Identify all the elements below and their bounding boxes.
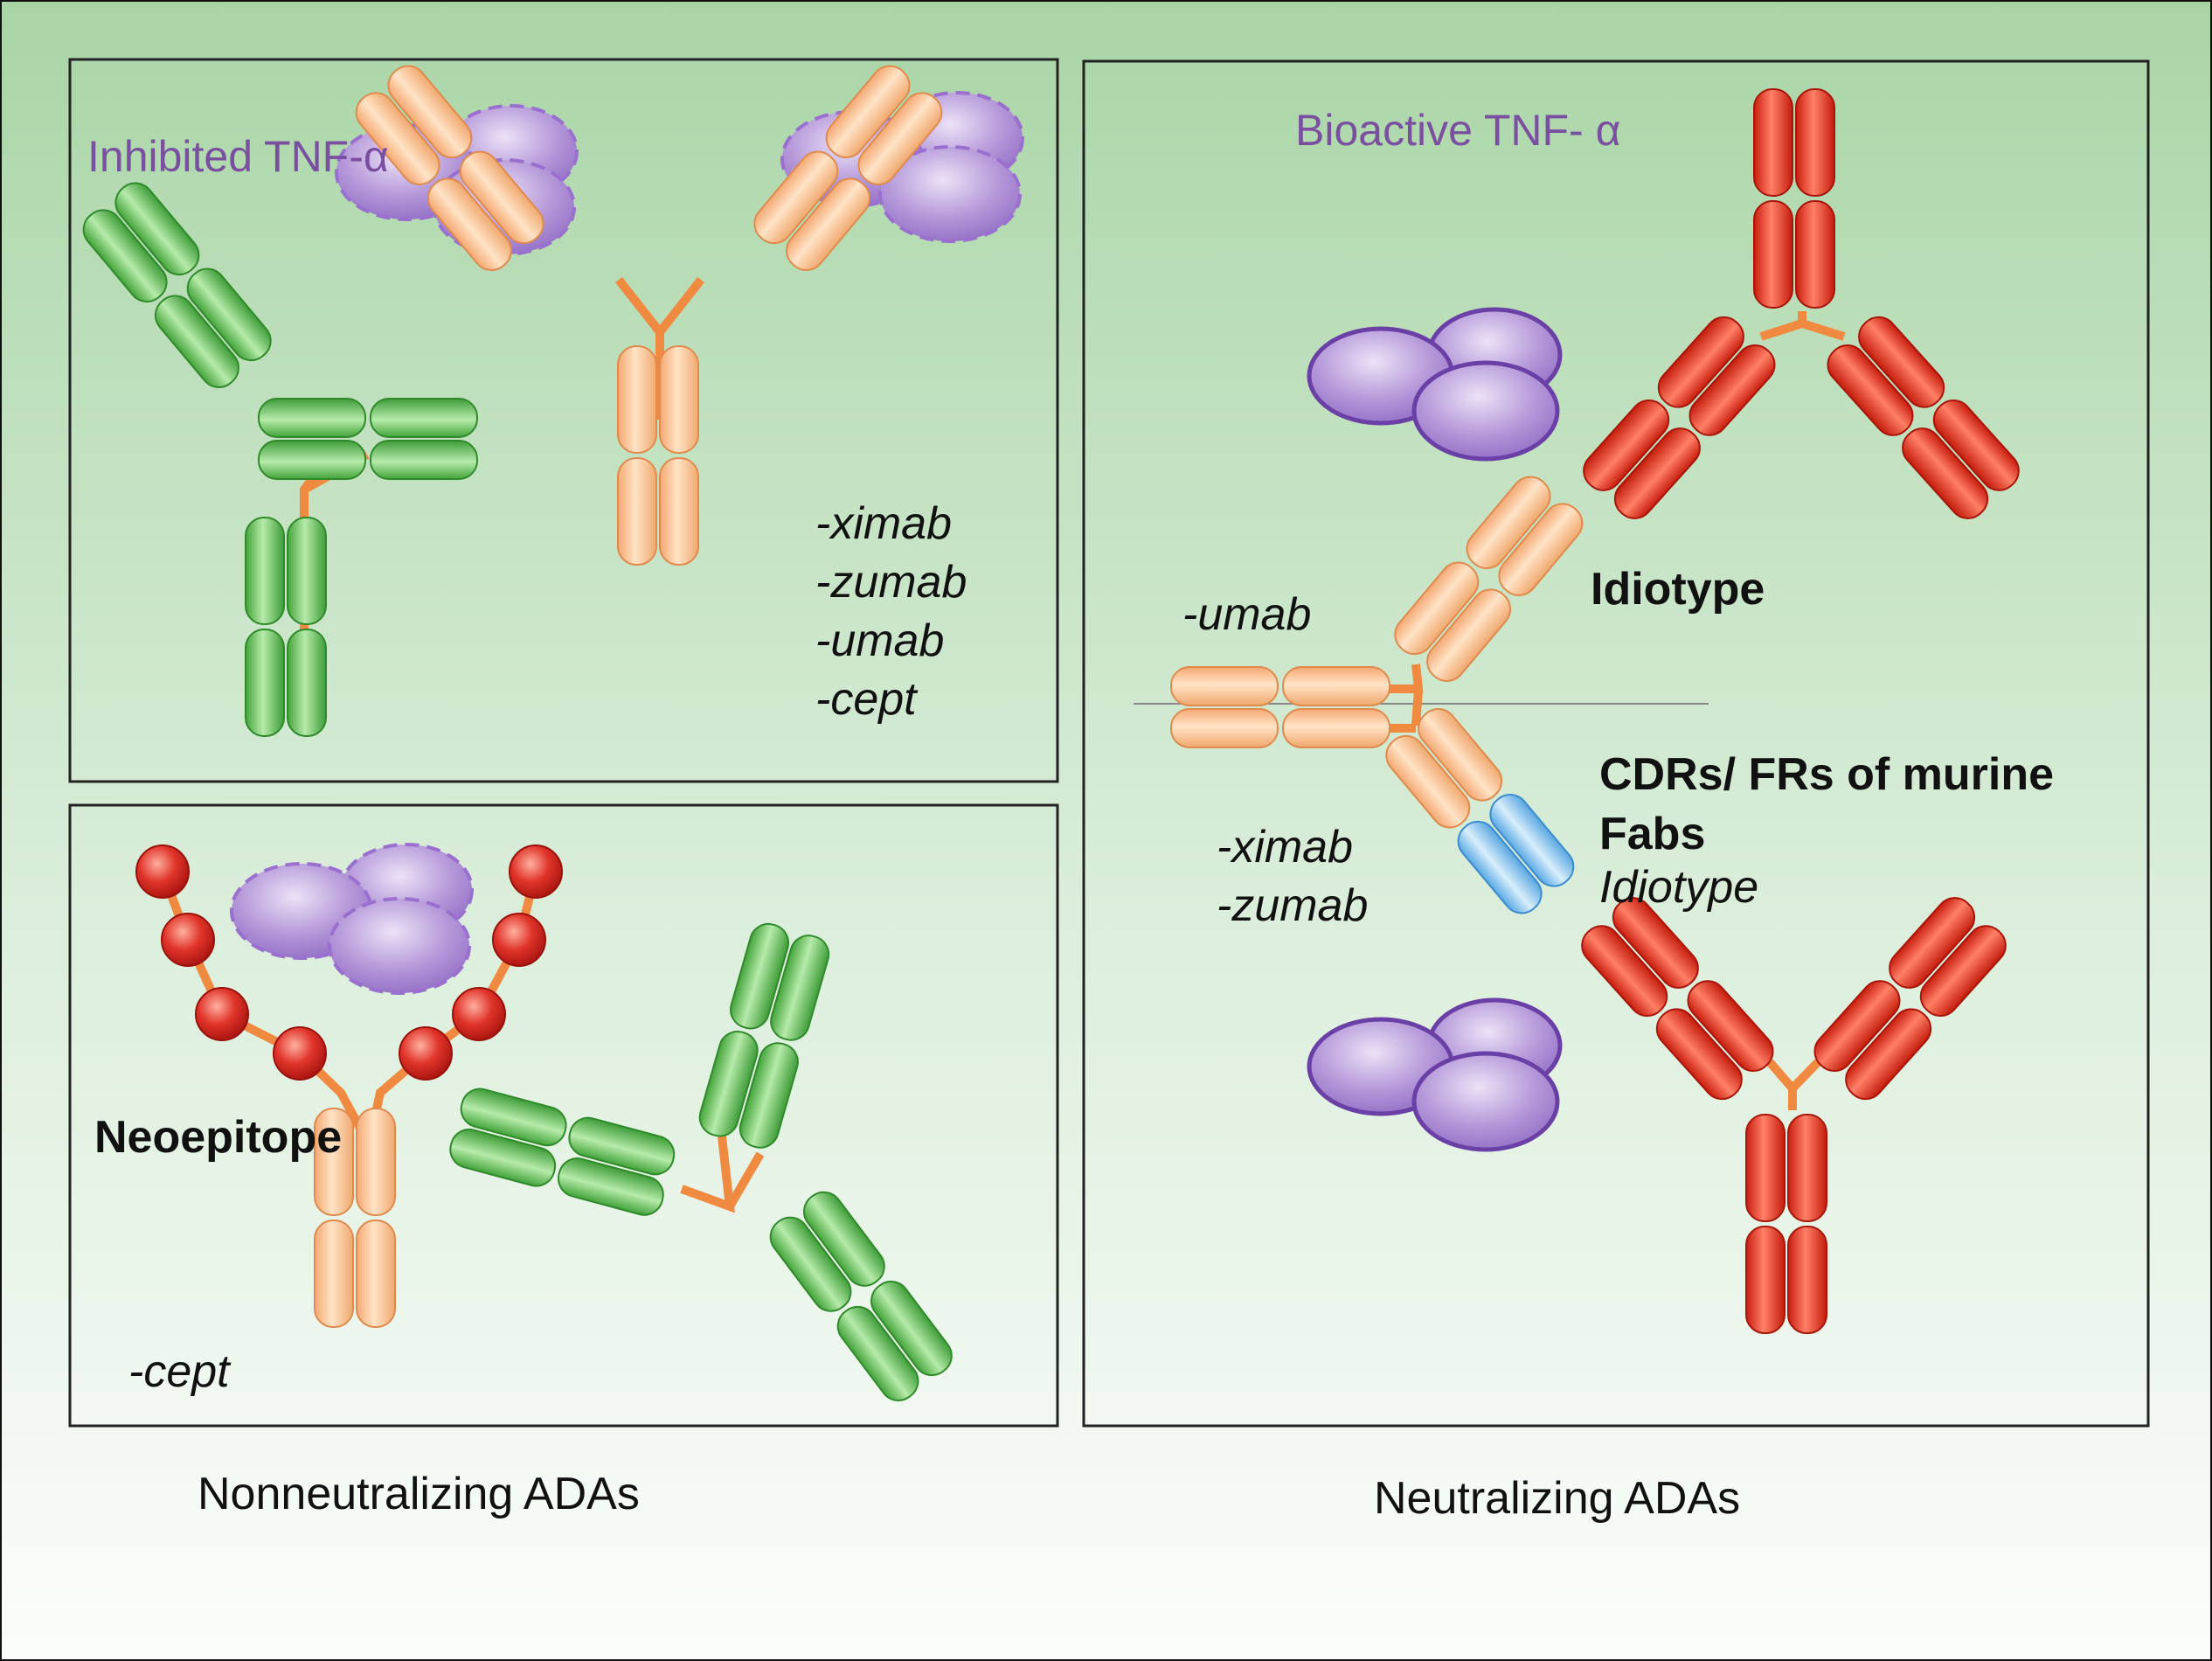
suffix-list-top: -ximab -zumab -umab -cept xyxy=(815,495,967,729)
label-cdrs-line1: CDRs/ FRs of murine xyxy=(1599,749,2055,800)
suffix-item: -ximab xyxy=(815,498,953,549)
suffix-item: -ximab xyxy=(1217,822,1354,872)
receptor-bead xyxy=(452,987,506,1041)
label-bioactive-tnf: Bioactive TNF- α xyxy=(1295,106,1621,155)
suffix-item: -cept xyxy=(815,674,917,725)
caption-neutralizing: Neutralizing ADAs xyxy=(1374,1473,1741,1524)
ada-red-hinge-bottom xyxy=(1766,1059,1821,1110)
drug-hinge-umab xyxy=(1390,664,1424,733)
suffix-item: -zumab xyxy=(815,557,967,608)
suffix-item: -zumab xyxy=(1217,880,1369,931)
label-cdrs-line2: Fabs xyxy=(1599,809,1706,859)
label-inhibited-tnf: Inhibited TNF-α xyxy=(87,132,389,181)
inhibited-panel-artwork xyxy=(76,59,1024,736)
receptor-bead xyxy=(399,1026,453,1081)
suffix-list-right: -ximab -zumab xyxy=(1217,818,1368,935)
ada-red-hinge-top xyxy=(1759,311,1846,341)
receptor-bead xyxy=(135,844,190,899)
caption-nonneutralizing: Nonneutralizing ADAs xyxy=(198,1469,640,1519)
receptor-bead xyxy=(492,913,546,967)
label-cept: -cept xyxy=(128,1346,230,1397)
neoepitope-panel-artwork xyxy=(135,843,959,1407)
panel-neoepitope xyxy=(68,803,1059,1428)
label-neoepitope: Neoepitope xyxy=(94,1112,343,1163)
label-umab: -umab xyxy=(1182,589,1312,640)
label-idiotype-bold: Idiotype xyxy=(1591,564,1765,615)
receptor-bead xyxy=(161,913,215,967)
label-idiotype-italic: Idiotype xyxy=(1599,862,1759,913)
panel-inhibited xyxy=(68,58,1059,783)
receptor-bead xyxy=(509,844,563,899)
panel-neutralizing xyxy=(1082,59,2150,1428)
suffix-item: -umab xyxy=(815,615,945,666)
ada-hinge-neo xyxy=(680,1136,765,1213)
receptor-bead xyxy=(273,1026,327,1081)
receptor-bead xyxy=(195,987,249,1041)
neutralizing-panel-artwork xyxy=(1134,89,2026,1333)
